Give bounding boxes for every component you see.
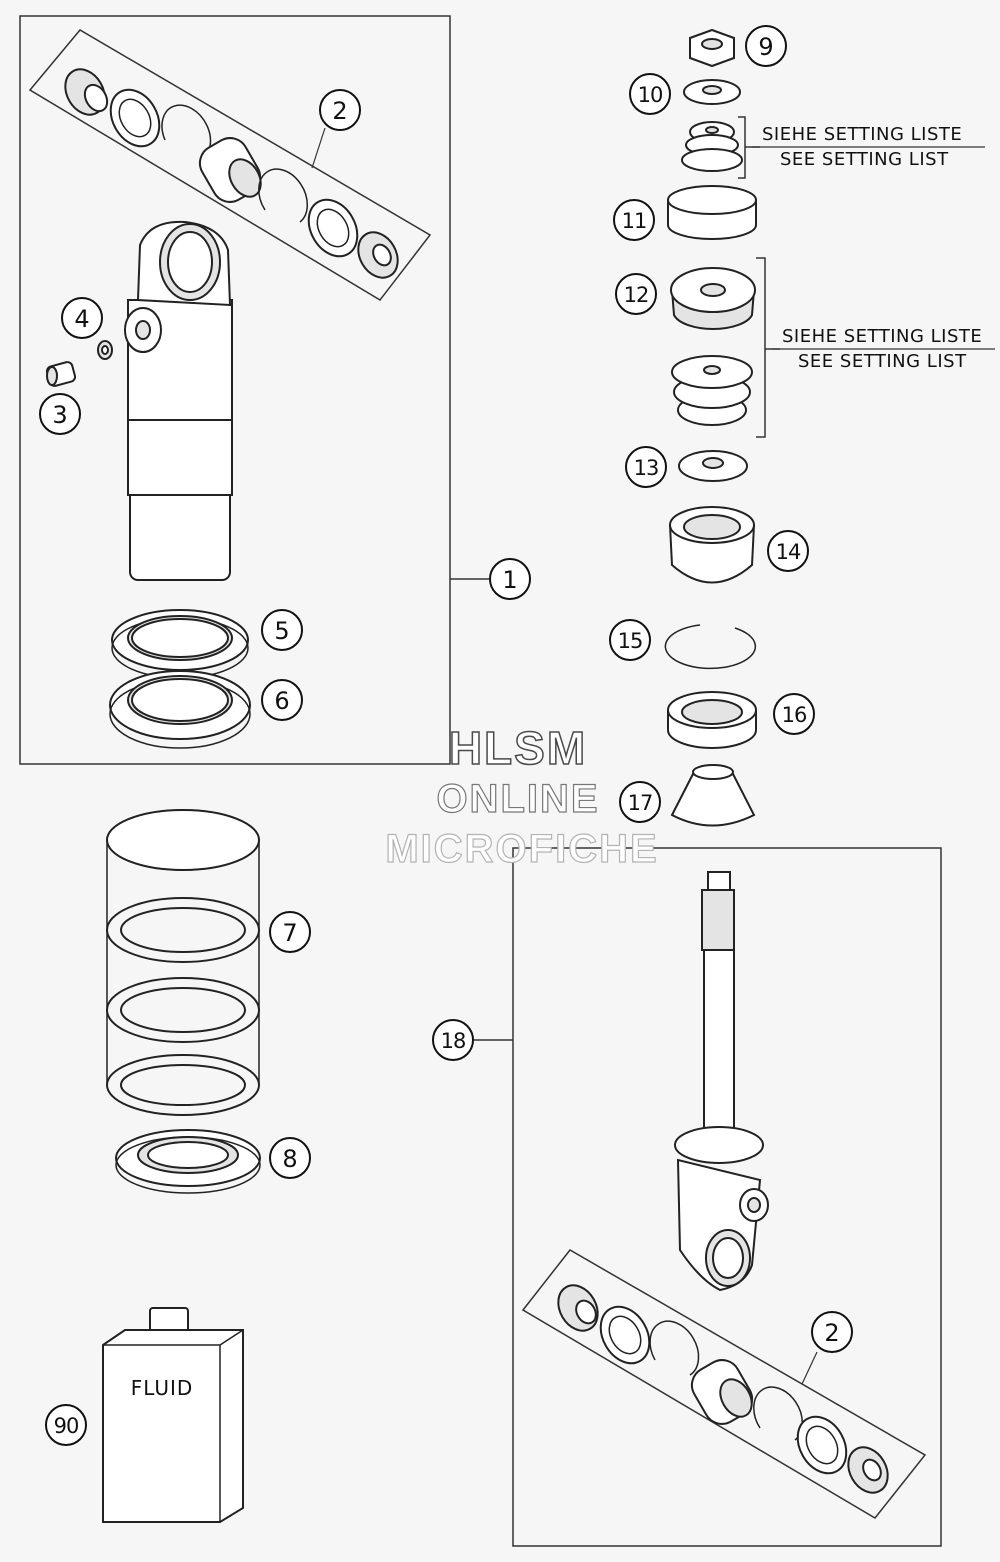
retainer-part — [667, 691, 757, 749]
bump-stop — [670, 764, 756, 827]
callout-90: 90 — [45, 1404, 87, 1446]
washer-13 — [678, 450, 748, 482]
callout-2-lower: 2 — [811, 1311, 853, 1353]
svg-text:16: 16 — [782, 703, 807, 727]
washer-10 — [683, 79, 741, 105]
svg-text:13: 13 — [634, 456, 659, 480]
svg-text:12: 12 — [624, 283, 649, 307]
fluid-bottle: FLUID — [102, 1307, 244, 1523]
callout-8: 8 — [269, 1137, 311, 1179]
bearing-kit-lower — [521, 1249, 927, 1519]
setting-note-upper-de: SIEHE SETTING LISTE — [762, 124, 962, 145]
piston-rod — [674, 871, 769, 1292]
callout-15: 15 — [609, 619, 651, 661]
callout-4: 4 — [61, 297, 103, 339]
callout-9: 9 — [745, 25, 787, 67]
svg-text:5: 5 — [274, 617, 289, 645]
svg-text:1: 1 — [502, 566, 517, 594]
setting-note-lower-de: SIEHE SETTING LISTE — [782, 326, 982, 347]
callout-14: 14 — [767, 530, 809, 572]
svg-text:3: 3 — [52, 401, 67, 429]
watermark-line-1: HLSM — [449, 722, 587, 774]
svg-text:4: 4 — [74, 305, 89, 333]
piston-part — [670, 267, 756, 330]
bearing-kit-upper — [28, 29, 432, 301]
screw-part — [45, 361, 77, 387]
svg-text:14: 14 — [776, 540, 801, 564]
svg-text:90: 90 — [54, 1414, 79, 1438]
bump-rubber-cup — [669, 506, 755, 584]
setting-note-upper-en: SEE SETTING LIST — [780, 149, 949, 170]
sleeve-part — [667, 185, 757, 240]
coil-spring — [106, 809, 260, 1116]
shock-body — [124, 220, 233, 581]
callout-3: 3 — [39, 393, 81, 435]
svg-text:9: 9 — [758, 33, 773, 61]
svg-text:10: 10 — [638, 83, 663, 107]
callout-10: 10 — [629, 73, 671, 115]
svg-text:2: 2 — [332, 97, 347, 125]
lock-ring-lower — [109, 670, 251, 749]
callout-11: 11 — [613, 199, 655, 241]
callout-13: 13 — [625, 446, 667, 488]
shock-assembly-frame — [19, 15, 451, 765]
callout-1: 1 — [489, 558, 531, 600]
callout-7: 7 — [269, 911, 311, 953]
svg-text:17: 17 — [628, 791, 653, 815]
lock-ring-upper — [111, 609, 249, 679]
shim-stack-lower — [671, 355, 753, 426]
callout-6: 6 — [261, 679, 303, 721]
nut-part — [689, 28, 735, 68]
svg-text:7: 7 — [282, 919, 297, 947]
svg-text:11: 11 — [622, 209, 647, 233]
fluid-label: FLUID — [131, 1376, 194, 1400]
circlip-part — [664, 624, 757, 670]
svg-text:18: 18 — [441, 1029, 466, 1053]
washer-part — [97, 340, 113, 360]
svg-text:8: 8 — [282, 1145, 297, 1173]
callout-2-upper: 2 — [319, 89, 361, 131]
watermark-line-2: ONLINE — [436, 777, 599, 821]
spring-seat — [115, 1129, 261, 1194]
callout-12: 12 — [615, 273, 657, 315]
callout-17: 17 — [619, 781, 661, 823]
setting-note-lower-en: SEE SETTING LIST — [798, 351, 967, 372]
watermark-line-3: MICROFICHE — [385, 827, 658, 871]
shim-stack-upper — [681, 121, 743, 172]
svg-text:6: 6 — [274, 687, 289, 715]
svg-text:15: 15 — [618, 629, 643, 653]
callout-16: 16 — [773, 693, 815, 735]
piston-rod-assembly-frame — [512, 847, 942, 1547]
svg-text:2: 2 — [824, 1319, 839, 1347]
callout-5: 5 — [261, 609, 303, 651]
callout-18: 18 — [432, 1019, 474, 1061]
